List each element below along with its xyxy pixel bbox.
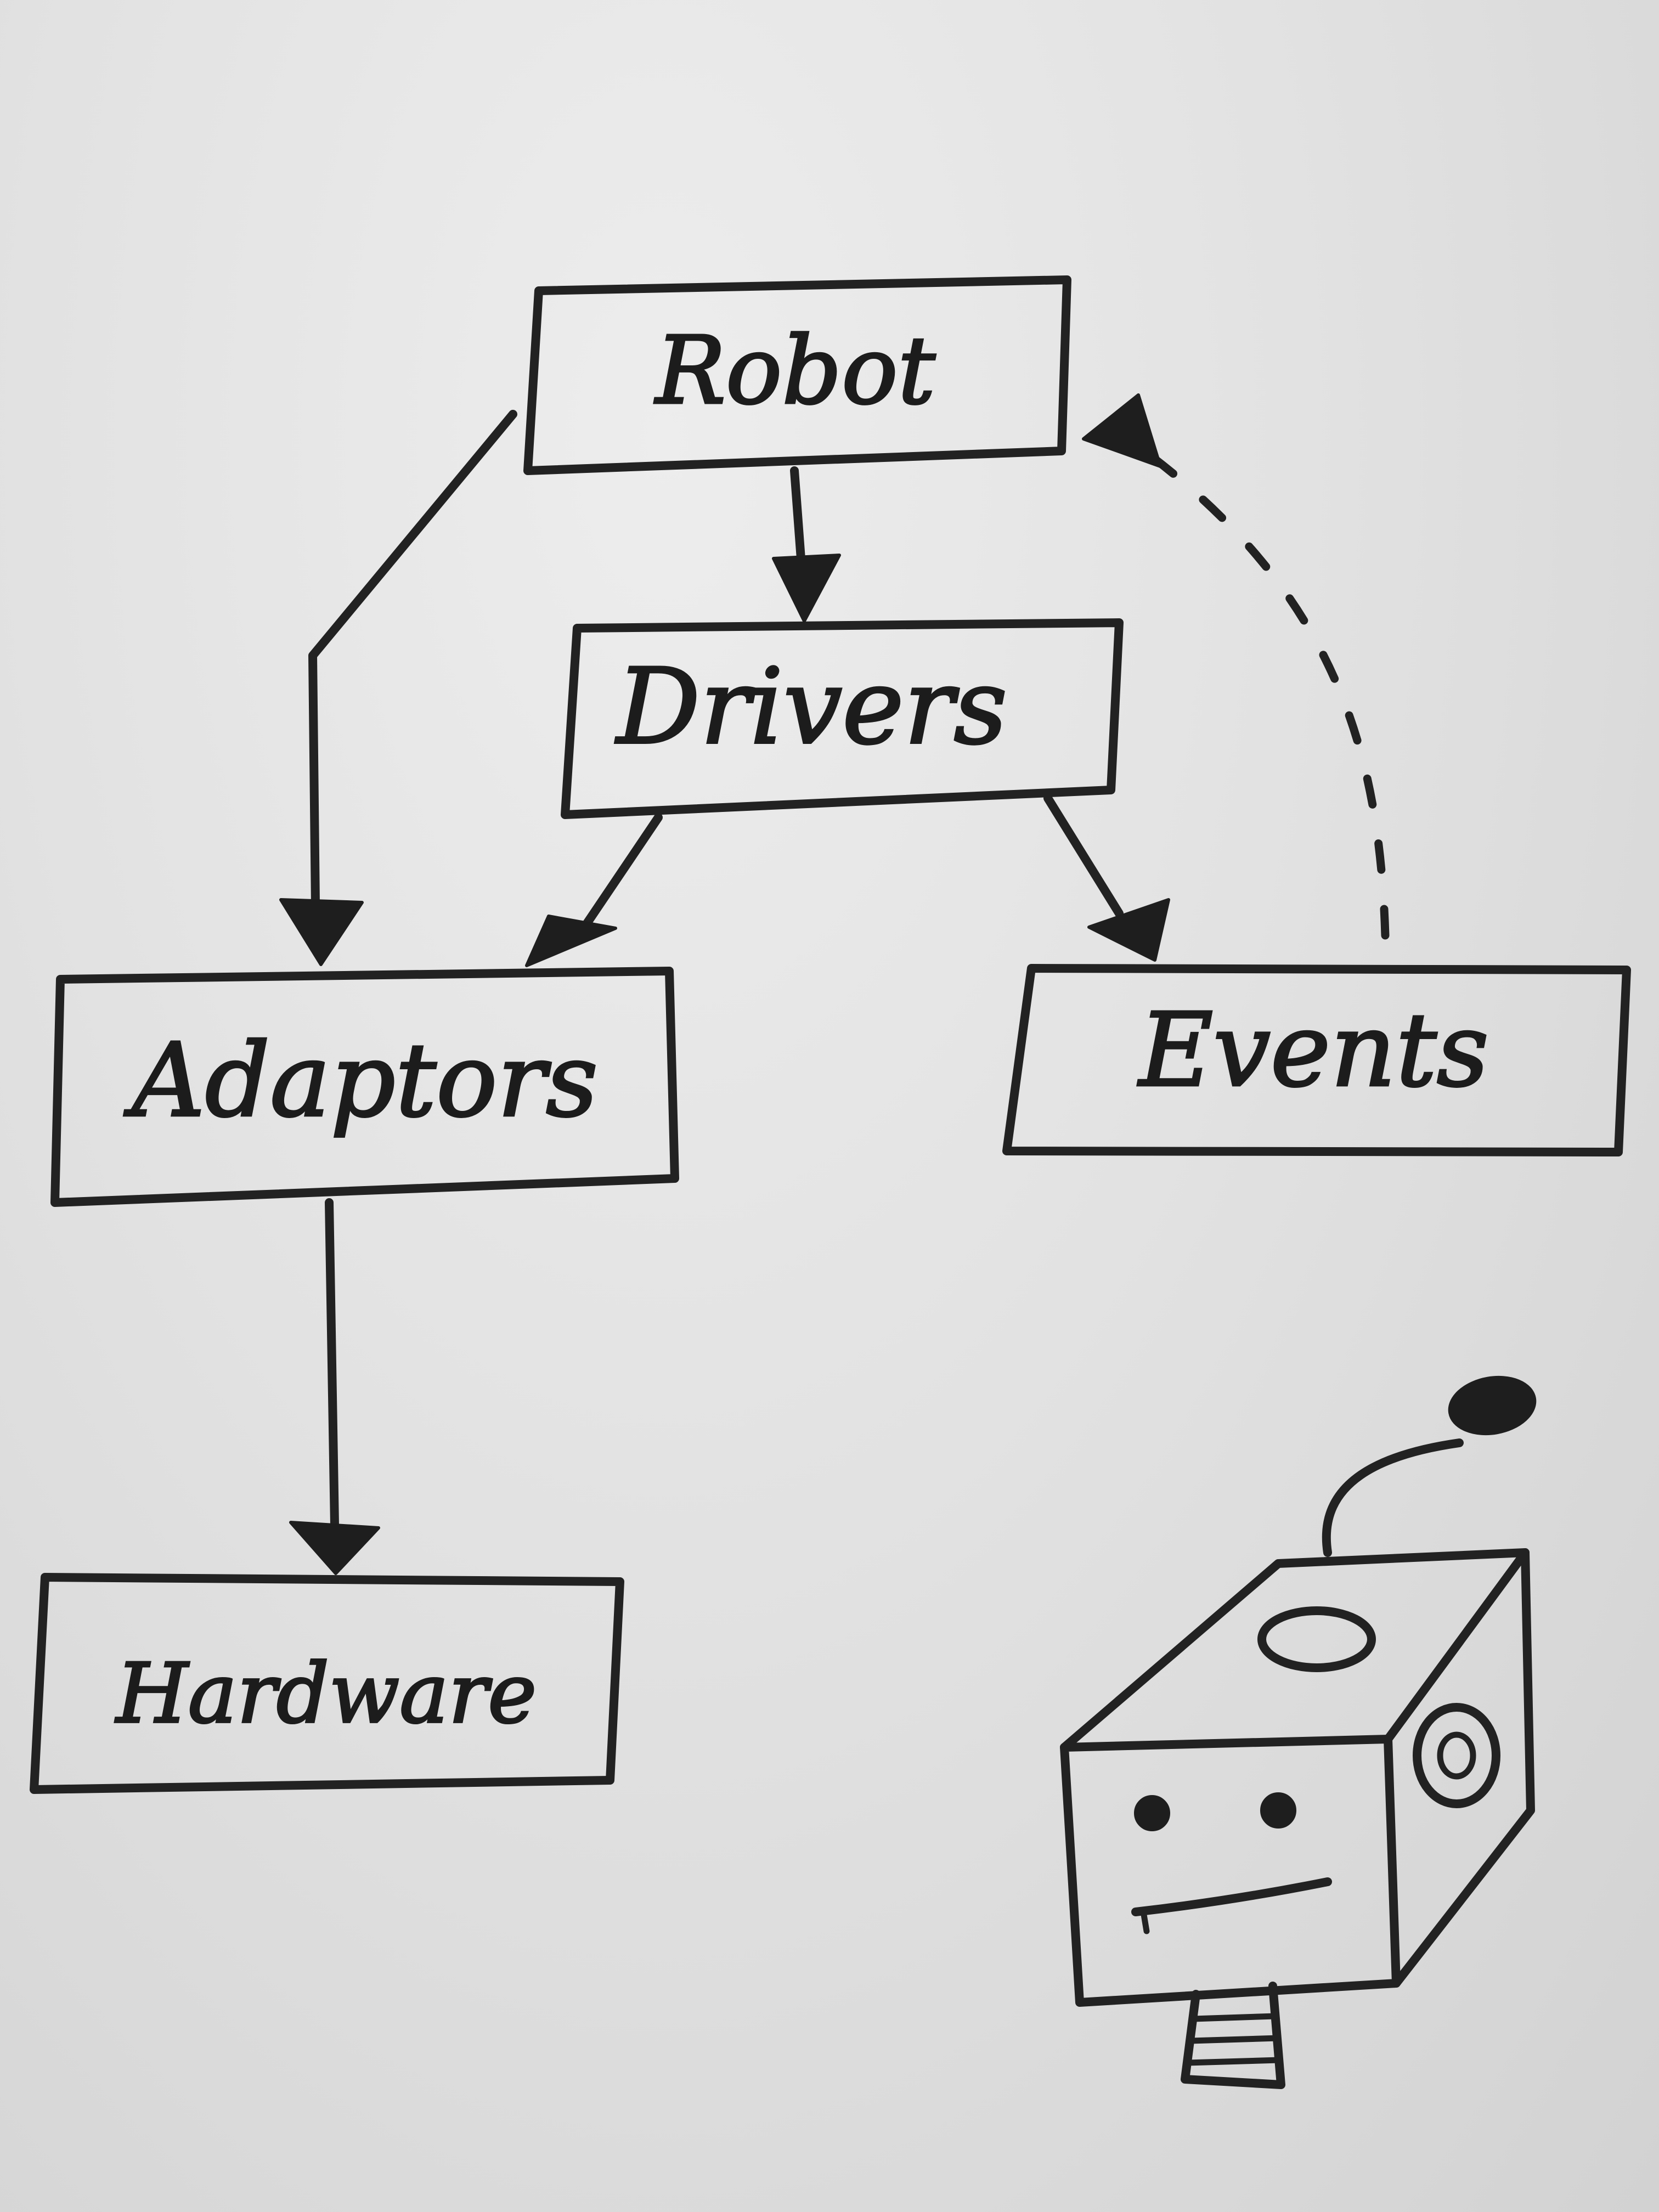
robot-mouth — [1131, 1877, 1332, 1916]
robot-head-front — [1060, 1735, 1401, 2007]
edge-drivers-events-line — [1043, 794, 1124, 918]
arrowhead — [1087, 898, 1170, 962]
node-drivers-box — [561, 618, 1124, 819]
robot-doodle — [1060, 1375, 1537, 2089]
robot-neck-coil — [1187, 2035, 1282, 2044]
node-adaptors: Adaptors — [50, 967, 679, 1207]
arrowhead — [1082, 393, 1162, 468]
edge-robot-adaptors-line — [308, 410, 517, 910]
edge-events-robot — [1082, 393, 1390, 940]
node-robot-label: Robot — [654, 317, 936, 425]
robot-head-side — [1392, 1548, 1535, 1988]
robot-left-eye — [1134, 1795, 1170, 1831]
robot-antenna-base — [1257, 1606, 1376, 1672]
node-events-box — [1002, 964, 1631, 1156]
arrowhead — [279, 898, 364, 966]
robot-neck-coil — [1184, 2057, 1283, 2066]
edge-events-robot-line — [1142, 448, 1390, 940]
node-hardware-label: Hardware — [115, 1646, 537, 1742]
robot-antenna — [1322, 1438, 1464, 1557]
robot-neck-coil — [1190, 2013, 1279, 2022]
node-hardware: Hardware — [30, 1573, 624, 1794]
edge-adaptors-hardware-line — [325, 1198, 339, 1530]
edge-drivers-events — [1043, 794, 1170, 962]
robot-mouth-corner — [1141, 1911, 1150, 1934]
node-adaptors-label: Adaptors — [123, 1021, 598, 1139]
robot-neck — [1181, 1982, 1285, 2089]
arrowhead — [525, 915, 617, 967]
node-events: Events — [1002, 964, 1631, 1156]
edge-drivers-adaptors — [525, 813, 663, 967]
node-drivers: Drivers — [561, 618, 1124, 819]
node-events-label: Events — [1137, 991, 1488, 1109]
robot-right-eye — [1260, 1792, 1296, 1829]
node-adaptors-box — [50, 967, 679, 1207]
node-drivers-label: Drivers — [615, 646, 1007, 768]
node-robot-box — [523, 275, 1071, 475]
robot-ear-outer — [1413, 1703, 1500, 1808]
arrowhead — [289, 1521, 380, 1575]
edge-drivers-adaptors-line — [574, 813, 663, 940]
edge-robot-drivers — [772, 466, 841, 623]
node-hardware-box — [30, 1573, 624, 1794]
node-robot: Robot — [523, 275, 1071, 475]
robot-ear-inner — [1437, 1731, 1476, 1780]
edge-adaptors-hardware — [289, 1198, 380, 1575]
robot-antenna-tip — [1448, 1375, 1537, 1436]
robot-head-top — [1060, 1548, 1530, 1752]
arrowhead — [772, 554, 841, 623]
edge-robot-adaptors — [279, 410, 517, 966]
